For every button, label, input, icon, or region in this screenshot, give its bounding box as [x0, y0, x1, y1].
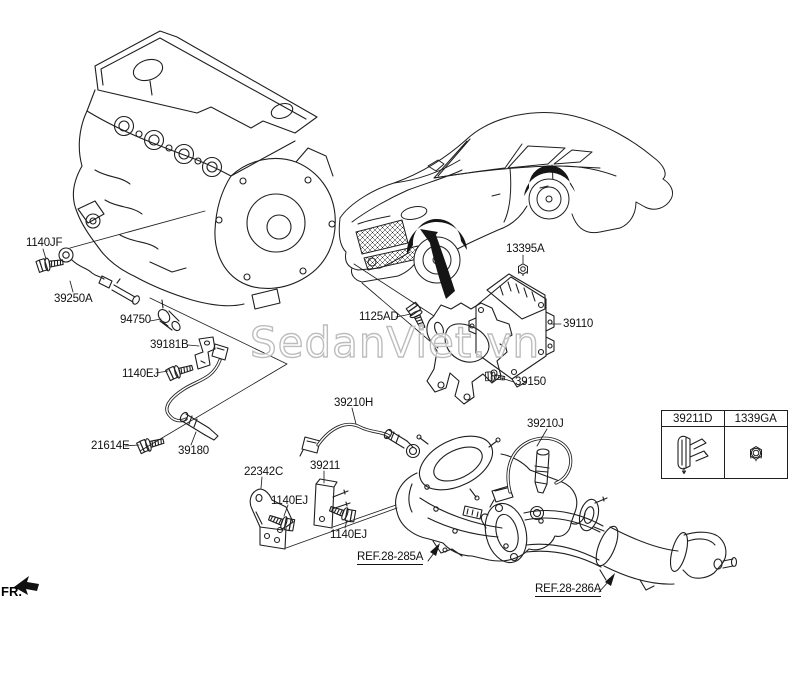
- callout-39181B: 39181B: [150, 339, 189, 351]
- ref-285-arrow: [427, 543, 440, 562]
- oxygen-sensor-39210J: [489, 436, 573, 521]
- callout-13395A: 13395A: [506, 243, 545, 255]
- engine-illustration: [72, 30, 336, 310]
- table-cell-39211D: [662, 427, 725, 478]
- front-exhaust-pipe: [480, 502, 738, 591]
- retainer-clip-icon: [677, 435, 709, 474]
- callout-22342C: 22342C: [244, 466, 284, 478]
- oil-pressure-switch-94750: [157, 299, 181, 332]
- ecu-bracket-39150: [426, 302, 513, 405]
- oxygen-sensor-39210H: [299, 422, 414, 457]
- watermark: SedanViet.vn: [250, 318, 540, 367]
- catalytic-converter: [395, 434, 608, 562]
- callout-1140EJ-middle: 1140EJ: [271, 495, 308, 507]
- flange-nut-icon: [749, 445, 762, 461]
- vehicle-location-arrow: [420, 229, 455, 299]
- vehicle-illustration: [338, 112, 674, 284]
- callout-94750: 94750: [120, 314, 151, 326]
- ref-link-28-285A[interactable]: REF.28-285A: [357, 551, 424, 565]
- bracket-22342C: [249, 488, 294, 550]
- leader-lines: [42, 210, 562, 549]
- callout-1140EJ-lower: 1140EJ: [330, 529, 367, 541]
- callout-1140EJ-upper: 1140EJ: [122, 368, 159, 380]
- knock-sensor-39250A: [58, 247, 140, 305]
- nut-13395A: [517, 263, 529, 277]
- table-cell-1339GA: [725, 427, 788, 478]
- callout-39250A: 39250A: [54, 293, 93, 305]
- callout-1140JF: 1140JF: [26, 237, 63, 249]
- reference-parts-table: 39211D 1339GA: [661, 410, 788, 479]
- oxygen-sensor-39180: [165, 343, 229, 441]
- callout-39211: 39211: [310, 460, 341, 472]
- callout-39180: 39180: [178, 445, 209, 457]
- callout-39210J: 39210J: [527, 418, 564, 430]
- fr-direction-arrow-icon: [14, 576, 39, 595]
- callout-39150: 39150: [515, 376, 546, 388]
- table-header-39211D: 39211D: [662, 411, 725, 427]
- callout-39110: 39110: [563, 318, 594, 330]
- bolt-1140EJ-middle: [266, 510, 298, 534]
- ref-link-28-286A[interactable]: REF.28-286A: [535, 583, 602, 597]
- callout-21614E: 21614E: [91, 440, 130, 452]
- fr-direction-label: FR.: [1, 584, 22, 599]
- ref-286-arrow: [598, 573, 615, 593]
- callout-39210H: 39210H: [334, 397, 374, 409]
- bolt-1140EJ-upper: [164, 361, 195, 382]
- bracket-39211: [313, 478, 351, 529]
- table-header-1339GA: 1339GA: [724, 411, 787, 427]
- bracket-39181B: [194, 336, 216, 370]
- callout-1125AD: 1125AD: [359, 311, 399, 323]
